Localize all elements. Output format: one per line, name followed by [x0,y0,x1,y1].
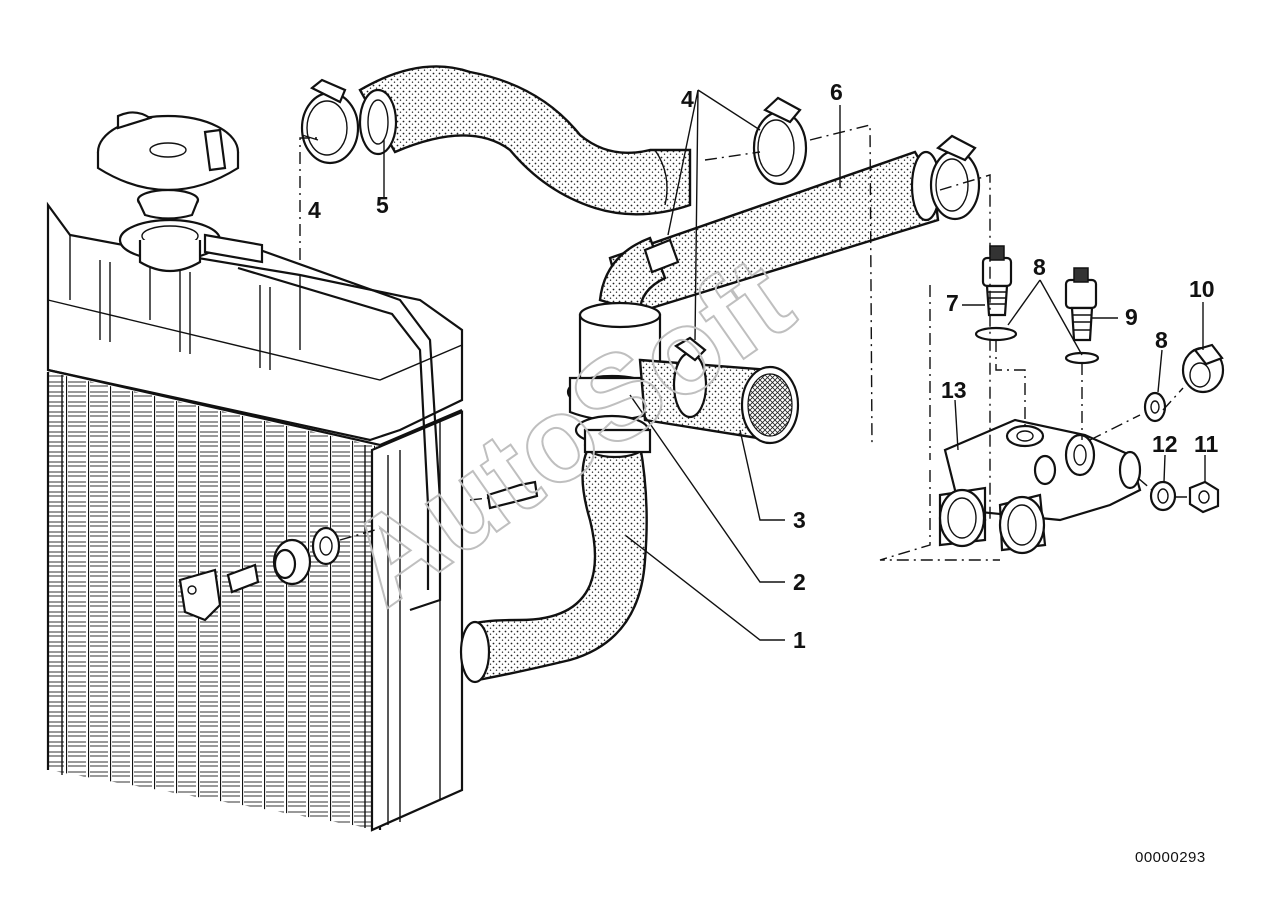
lower-hose [459,428,652,684]
hose-clamp-right [929,134,981,221]
sealing-ring-8 [1143,391,1167,423]
callout-4-left: 4 [308,197,321,223]
upper-hose [358,65,692,216]
temperature-sensor-9 [1064,267,1100,365]
nut-11 [1188,480,1220,514]
assembly-lines [299,124,1192,561]
callout-8-top: 8 [1033,254,1046,280]
sensor-plug-10 [1181,343,1225,394]
callout-4-top: 4 [681,86,694,112]
callout-13: 13 [941,377,967,403]
hose-clamp-left [300,78,360,165]
callout-7: 7 [946,290,959,316]
outlet-pipe [638,336,800,445]
callout-12: 12 [1152,431,1178,457]
washer-12 [1149,480,1177,512]
leader-lines [301,89,1206,641]
callout-9: 9 [1125,304,1138,330]
callout-labels: 4 5 4 6 8 7 9 10 8 13 12 11 3 2 1 [308,79,1219,653]
callout-11: 11 [1194,431,1219,457]
mount-hardware [178,480,539,622]
callout-3: 3 [793,507,806,533]
hose-clamp-middle [752,96,808,186]
callout-5: 5 [376,192,389,218]
callout-2: 2 [793,569,806,595]
document-number: 00000293 [1135,849,1206,866]
callout-6: 6 [830,79,843,105]
water-connector [938,418,1142,555]
temperature-sensor-7 [974,245,1018,342]
radiator-cap [96,111,240,220]
radiator [46,201,464,832]
callout-1: 1 [793,627,806,653]
callout-8-right: 8 [1155,327,1168,353]
callout-10: 10 [1189,276,1215,302]
